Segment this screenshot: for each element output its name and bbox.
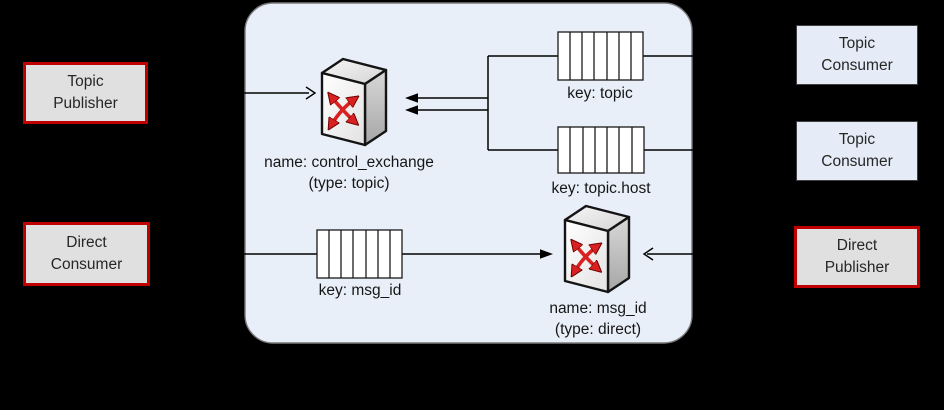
- arrowhead-into-control-exchange: [305, 86, 317, 100]
- direct-exchange-name-label: name: msg_id: [549, 300, 647, 317]
- arrowhead-into-direct-consumer: [152, 249, 165, 259]
- topic-publisher-label: Topic Publisher: [53, 73, 118, 112]
- queue-msg-id: [316, 229, 403, 279]
- topic-consumer-2-label: Topic Consumer: [821, 131, 893, 170]
- topic-publisher-box: Topic Publisher: [23, 62, 148, 124]
- arrowhead-into-direct-exchange-right: [642, 247, 654, 261]
- queue-topic: [557, 31, 644, 81]
- queue-topic-host: [557, 126, 645, 174]
- direct-consumer-label: Direct Consumer: [50, 234, 123, 273]
- topic-consumer-1-label: Topic Consumer: [821, 35, 893, 74]
- control-exchange-name-label: name: control_exchange: [264, 154, 434, 171]
- queue-msg-id-key-label: key: msg_id: [318, 282, 402, 299]
- queue-topic-key-label: key: topic: [567, 85, 633, 102]
- direct-exchange-icon: [565, 206, 629, 292]
- arrowhead-into-direct-exchange-left: [540, 249, 553, 259]
- solid-arrowheads: [152, 93, 553, 259]
- open-arrowheads: [305, 86, 654, 261]
- topic-consumer-1-box: Topic Consumer: [796, 25, 918, 85]
- direct-consumer-box: Direct Consumer: [23, 222, 150, 286]
- arrowhead-topichost-queue: [405, 105, 418, 115]
- direct-publisher-box: Direct Publisher: [794, 226, 920, 288]
- arrowhead-topic-queue: [405, 93, 418, 103]
- control-exchange-icon: [322, 59, 386, 145]
- direct-exchange-type-label: (type: direct): [554, 321, 642, 338]
- connector-lines: [150, 55, 796, 255]
- topic-consumer-2-box: Topic Consumer: [796, 121, 918, 181]
- control-exchange-type-label: (type: topic): [308, 175, 390, 192]
- direct-publisher-label: Direct Publisher: [824, 237, 890, 276]
- line-queues-elbow: [487, 55, 558, 151]
- queue-topic-host-key-label: key: topic.host: [551, 180, 651, 197]
